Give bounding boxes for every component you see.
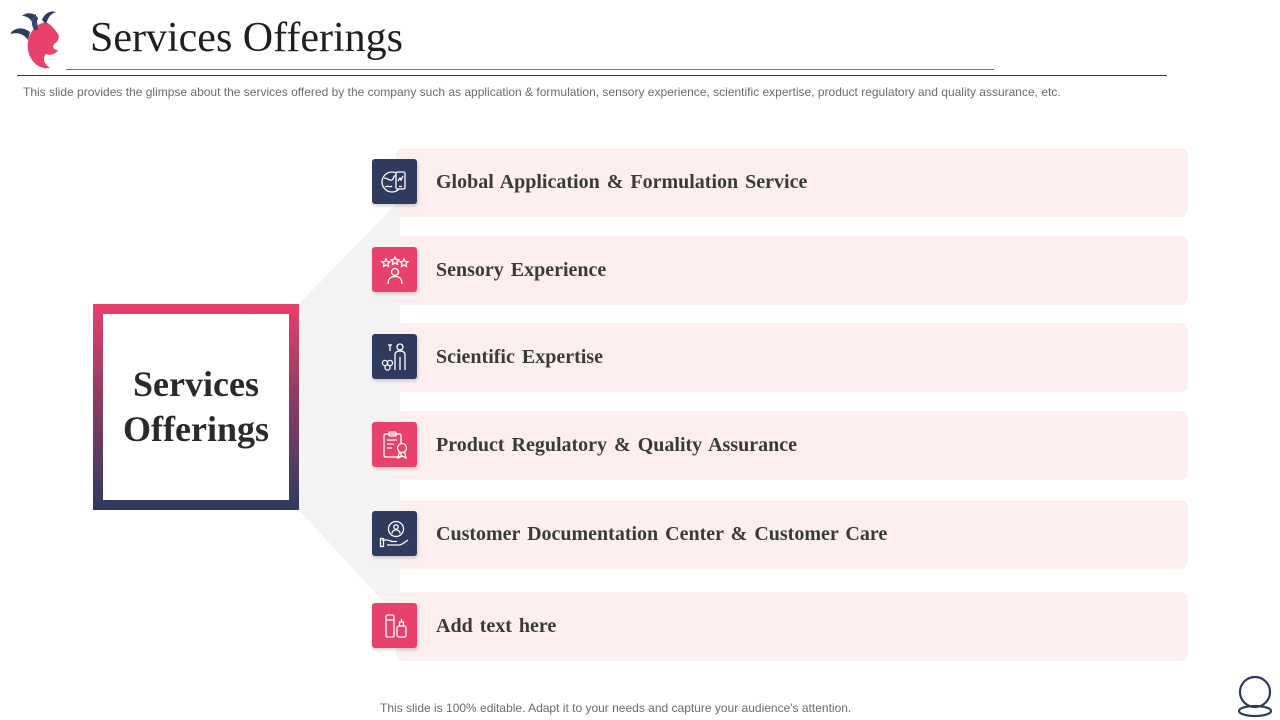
center-title-box: Services Offerings bbox=[93, 304, 299, 510]
page-title: Services Offerings bbox=[90, 15, 403, 61]
service-label: Global Application & Formulation Service bbox=[436, 171, 808, 193]
page-subtitle: This slide provides the glimpse about th… bbox=[23, 85, 1061, 99]
service-tile-global-application bbox=[372, 159, 417, 204]
customer-care-hand-icon bbox=[379, 520, 408, 547]
certificate-clipboard-icon bbox=[382, 430, 407, 459]
title-underline-accent bbox=[66, 69, 994, 70]
center-title-inner: Services Offerings bbox=[103, 314, 289, 500]
service-bar-scientific-expertise[interactable]: Scientific Expertise bbox=[396, 323, 1188, 392]
scientist-icon bbox=[381, 342, 406, 371]
service-bar-sensory-experience[interactable]: Sensory Experience bbox=[396, 236, 1188, 305]
service-tile-product-regulatory bbox=[372, 422, 417, 467]
service-tile-customer-documentation bbox=[372, 511, 417, 556]
service-bar-customer-documentation[interactable]: Customer Documentation Center & Customer… bbox=[396, 500, 1188, 569]
service-tile-scientific-expertise bbox=[372, 334, 417, 379]
user-stars-icon bbox=[380, 254, 409, 284]
service-bar-add-text[interactable]: Add text here bbox=[396, 592, 1188, 661]
service-bar-product-regulatory[interactable]: Product Regulatory & Quality Assurance bbox=[396, 411, 1188, 480]
service-label: Add text here bbox=[436, 615, 557, 637]
service-label: Sensory Experience bbox=[436, 259, 607, 281]
head-profile-icon bbox=[1237, 675, 1273, 718]
brand-logo-icon bbox=[10, 11, 59, 69]
center-title-label: Services Offerings bbox=[123, 364, 269, 449]
service-label: Product Regulatory & Quality Assurance bbox=[436, 434, 797, 456]
header-divider bbox=[17, 75, 1167, 76]
service-tile-add-text bbox=[372, 603, 417, 648]
service-label: Customer Documentation Center & Customer… bbox=[436, 523, 888, 545]
service-bar-global-application[interactable]: Global Application & Formulation Service bbox=[396, 148, 1188, 217]
cosmetics-icon bbox=[384, 613, 407, 638]
service-tile-sensory-experience bbox=[372, 247, 417, 292]
service-label: Scientific Expertise bbox=[436, 346, 603, 368]
footer-note: This slide is 100% editable. Adapt it to… bbox=[380, 701, 852, 715]
globe-smartphone-icon bbox=[380, 170, 406, 193]
